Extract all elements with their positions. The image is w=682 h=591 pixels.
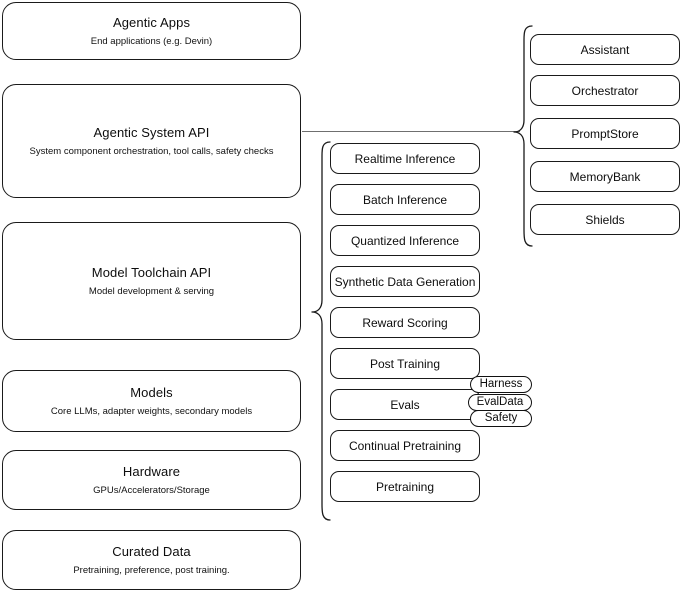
layer-subtitle: Model development & serving [88,285,215,297]
agentic-component-label: Assistant [580,42,630,57]
toolchain-box-post-training[interactable]: Post Training [330,348,480,379]
toolchain-label: Pretraining [375,479,435,494]
evals-subcomponent-label: EvalData [476,396,524,408]
layer-title: Hardware [122,463,181,479]
connector-line-agentic-system [302,131,520,132]
agentic-component-box-memorybank[interactable]: MemoryBank [530,161,680,192]
layer-title: Model Toolchain API [91,264,212,280]
layer-title: Models [130,384,173,400]
agentic-component-label: Orchestrator [571,83,639,98]
toolchain-label: Synthetic Data Generation [334,274,476,289]
layer-box-agentic-apps[interactable]: Agentic Apps End applications (e.g. Devi… [2,2,301,60]
evals-subcomponent-evaldata[interactable]: EvalData [468,394,532,411]
layer-title: Agentic Apps [112,14,191,30]
toolchain-box-continual-pretraining[interactable]: Continual Pretraining [330,430,480,461]
toolchain-label: Evals [390,397,420,412]
layer-box-model-toolchain-api[interactable]: Model Toolchain API Model development & … [2,222,301,340]
layer-subtitle: Core LLMs, adapter weights, secondary mo… [50,405,253,417]
layer-subtitle: Pretraining, preference, post training. [73,564,230,576]
toolchain-box-realtime-inference[interactable]: Realtime Inference [330,143,480,174]
toolchain-label: Realtime Inference [354,151,456,166]
toolchain-box-quantized-inference[interactable]: Quantized Inference [330,225,480,256]
agentic-component-box-assistant[interactable]: Assistant [530,34,680,65]
layer-subtitle: End applications (e.g. Devin) [90,35,213,47]
layer-box-curated-data[interactable]: Curated Data Pretraining, preference, po… [2,530,301,590]
agentic-component-box-orchestrator[interactable]: Orchestrator [530,75,680,106]
layer-title: Curated Data [112,543,191,559]
toolchain-label: Post Training [369,356,441,371]
toolchain-label: Quantized Inference [350,233,460,248]
evals-subcomponent-label: Harness [479,378,523,390]
toolchain-box-pretraining[interactable]: Pretraining [330,471,480,502]
toolchain-label: Continual Pretraining [348,438,462,453]
toolchain-label: Reward Scoring [362,315,448,330]
brace-agentic-system [512,24,534,248]
toolchain-label: Batch Inference [362,192,448,207]
evals-subcomponent-label: Safety [484,412,518,424]
layer-box-agentic-system-api[interactable]: Agentic System API System component orch… [2,84,301,198]
layer-subtitle: GPUs/Accelerators/Storage [93,484,210,496]
layer-title: Agentic System API [93,124,210,140]
layer-box-models[interactable]: Models Core LLMs, adapter weights, secon… [2,370,301,432]
agentic-component-label: MemoryBank [569,169,641,184]
agentic-component-box-promptstore[interactable]: PromptStore [530,118,680,149]
evals-subcomponent-harness[interactable]: Harness [470,376,532,393]
layer-subtitle: System component orchestration, tool cal… [29,145,274,157]
agentic-component-box-shields[interactable]: Shields [530,204,680,235]
evals-subcomponent-safety[interactable]: Safety [470,410,532,427]
toolchain-box-reward-scoring[interactable]: Reward Scoring [330,307,480,338]
layer-box-hardware[interactable]: Hardware GPUs/Accelerators/Storage [2,450,301,510]
toolchain-box-evals[interactable]: Evals [330,389,480,420]
toolchain-box-synthetic-data-generation[interactable]: Synthetic Data Generation [330,266,480,297]
agentic-component-label: Shields [585,212,625,227]
brace-model-toolchain [310,140,332,522]
agentic-component-label: PromptStore [571,126,639,141]
toolchain-box-batch-inference[interactable]: Batch Inference [330,184,480,215]
